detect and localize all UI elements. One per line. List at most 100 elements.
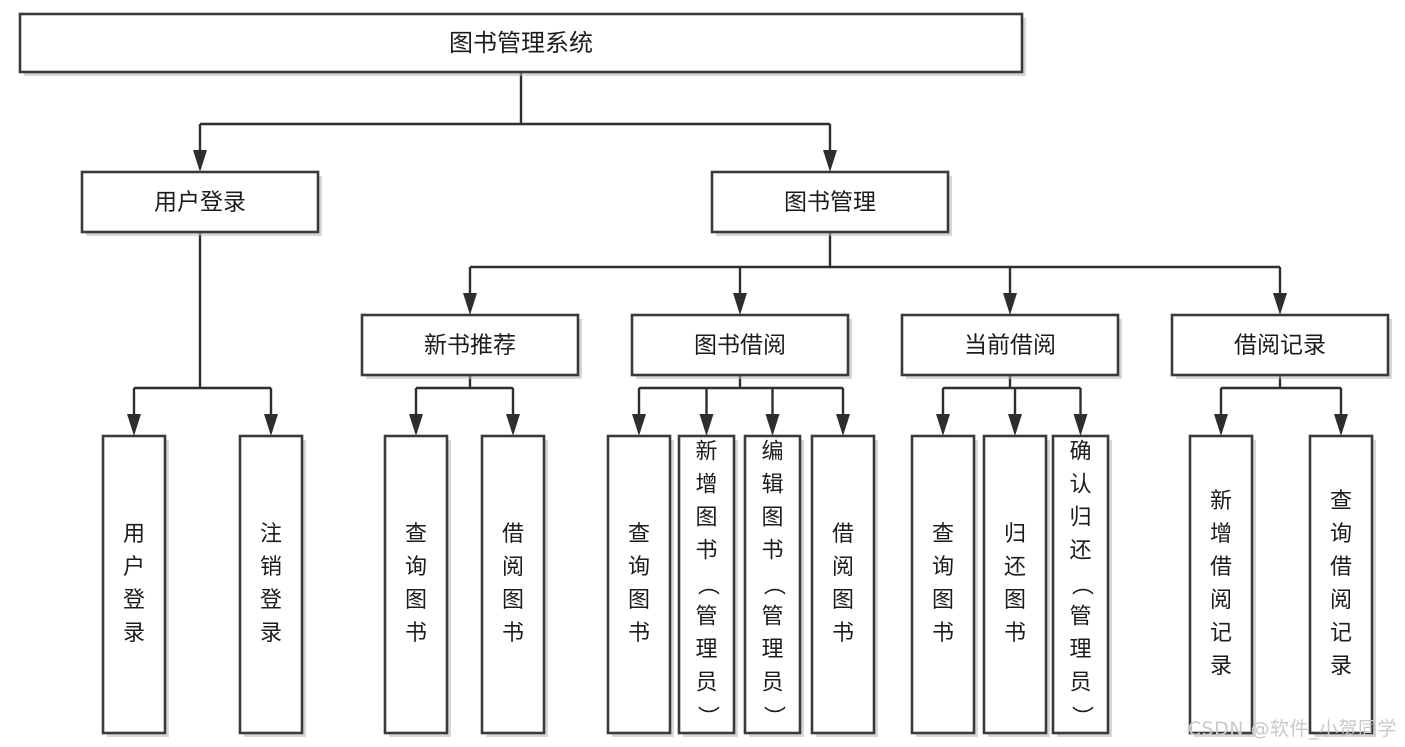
node-box	[383, 434, 449, 735]
node-label-char: ）	[695, 705, 720, 727]
node-label: 新书推荐	[424, 333, 516, 359]
node-label-char: 阅	[1210, 588, 1232, 613]
node-box	[710, 170, 950, 234]
node-label-char: 管	[1069, 605, 1091, 630]
node-label: 图书管理系统	[449, 29, 593, 57]
node-label-char: ）	[1069, 705, 1094, 727]
node-label-char: 员	[1069, 671, 1091, 696]
arrow-head-icon	[463, 293, 477, 315]
arrow-head-icon	[1214, 414, 1228, 436]
node-label-char: 录	[1330, 654, 1352, 679]
node-label-char: 销	[260, 555, 282, 580]
node-book-management[interactable]: 图书管理	[710, 170, 952, 236]
node-current-borrow[interactable]: 当前借阅	[900, 313, 1122, 379]
node-label-char: 查	[405, 522, 427, 547]
node-label: 图书管理	[784, 190, 876, 216]
node-label-char: 管	[761, 605, 783, 630]
arrow-head-icon	[409, 414, 423, 436]
node-label-char: 书	[932, 621, 954, 646]
node-label-char: 书	[502, 621, 524, 646]
edge-group-new-book-recommend	[409, 375, 520, 436]
node-label-char: 图	[932, 588, 954, 613]
node-label-char: 图	[695, 506, 717, 531]
node-label-char: 图	[405, 588, 427, 613]
arrow-head-icon	[1008, 414, 1022, 436]
node-box	[810, 434, 876, 735]
arrow-head-icon	[765, 414, 780, 436]
node-label-char: 员	[761, 671, 783, 696]
arrow-head-icon	[836, 414, 850, 436]
arrow-head-icon	[264, 414, 278, 436]
node-label-char: 记	[1210, 621, 1232, 646]
node-label: 借阅记录	[1234, 333, 1326, 359]
node-box	[80, 170, 320, 234]
arrow-head-icon	[127, 414, 141, 436]
node-label-char: 询	[628, 555, 650, 580]
node-label-char: （	[695, 573, 720, 595]
node-label-char: 登	[123, 588, 145, 613]
node-root[interactable]: 图书管理系统	[18, 12, 1026, 76]
node-label-char: 图	[832, 588, 854, 613]
node-label-char: 认	[1069, 473, 1091, 498]
node-label-char: 查	[932, 522, 954, 547]
node-label-char: 注	[260, 522, 282, 547]
arrow-head-icon	[506, 414, 520, 436]
arrow-head-icon	[823, 150, 837, 172]
node-box	[18, 12, 1024, 74]
node-label: 用户登录	[154, 190, 246, 216]
node-label-char: 理	[695, 638, 717, 663]
edge-group-borrow-record	[1214, 375, 1348, 436]
node-box	[677, 434, 736, 735]
node-new-book-recommend[interactable]: 新书推荐	[360, 313, 582, 379]
node-box	[1188, 434, 1254, 735]
node-label-char: 查	[628, 522, 650, 547]
node-label-char: 借	[502, 522, 524, 547]
arrow-head-icon	[193, 150, 207, 172]
node-label-char: 图	[502, 588, 524, 613]
arrow-head-icon	[1334, 414, 1348, 436]
node-label-char: 管	[695, 605, 717, 630]
node-user-login[interactable]: 用户登录	[80, 170, 322, 236]
node-label-char: 阅	[502, 555, 524, 580]
node-label-char: 书	[405, 621, 427, 646]
edges-layer	[127, 72, 1348, 436]
node-box	[101, 434, 167, 735]
node-label-char: 新	[1210, 489, 1232, 514]
node-label-char: 记	[1330, 621, 1352, 646]
node-label-char: 理	[1069, 638, 1091, 663]
node-label-char: 书	[1004, 621, 1026, 646]
edge-group-book-management	[463, 232, 1287, 315]
node-label: 当前借阅	[964, 333, 1056, 359]
node-label-char: 书	[761, 539, 783, 564]
node-label-char: 录	[260, 621, 282, 646]
node-label-char: 归	[1004, 522, 1026, 547]
node-borrow-record[interactable]: 借阅记录	[1170, 313, 1392, 379]
node-box	[360, 313, 580, 377]
node-label-char: 询	[405, 555, 427, 580]
node-label-char: 借	[1210, 555, 1232, 580]
node-label-char: 增	[1210, 522, 1232, 547]
node-label-char: 新	[695, 440, 717, 465]
node-box	[1170, 313, 1390, 377]
edge-group-book-borrow	[632, 375, 850, 436]
node-box	[238, 434, 304, 735]
node-label-char: 借	[832, 522, 854, 547]
node-user-login-leaf[interactable]: 用户登录	[101, 434, 169, 737]
node-label-char: 图	[1004, 588, 1026, 613]
node-label-char: 查	[1330, 489, 1352, 514]
node-book-borrow[interactable]: 图书借阅	[630, 313, 852, 379]
node-label-char: 还	[1004, 555, 1026, 580]
node-label-char: 阅	[832, 555, 854, 580]
